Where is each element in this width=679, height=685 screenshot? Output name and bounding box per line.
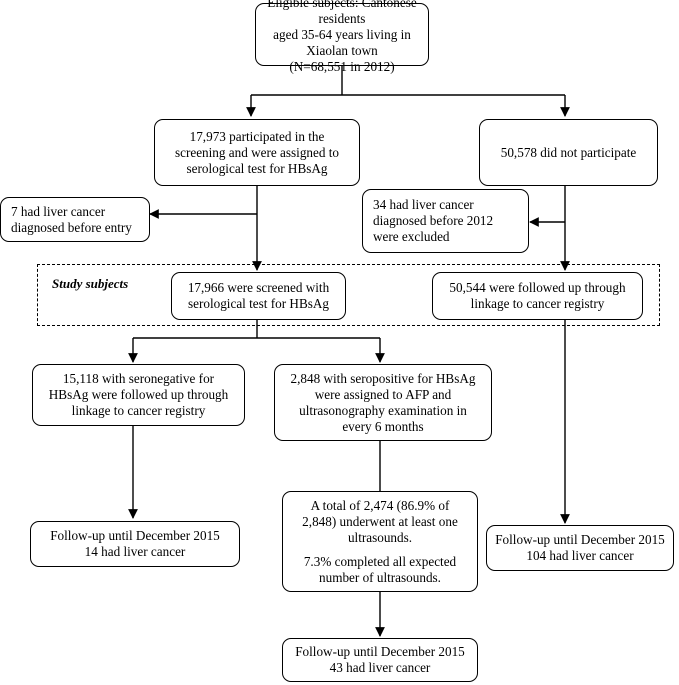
screened-box: 17,966 were screened with serological te…	[171, 272, 346, 320]
eligible-subjects-text: Eligible subjects: Cantonese residents a…	[267, 0, 417, 74]
ultrasound-box: A total of 2,474 (86.9% of 2,848) underw…	[282, 491, 478, 592]
not-participate-box: 50,578 did not participate	[479, 119, 658, 186]
ultrasound-text-1: A total of 2,474 (86.9% of 2,848) underw…	[302, 497, 458, 545]
study-subjects-frame	[37, 264, 660, 326]
seronegative-box: 15,118 with seronegative for HBsAg were …	[32, 364, 245, 426]
study-subjects-label: Study subjects	[52, 276, 129, 291]
excluded-entry-text: 7 had liver cancer diagnosed before entr…	[11, 203, 132, 235]
followup-nonparticipants-text: Follow-up until December 2015 104 had li…	[495, 532, 665, 563]
excluded-2012-box: 34 had liver cancer diagnosed before 201…	[362, 189, 529, 253]
followup-positive-text: Follow-up until December 2015 43 had liv…	[295, 644, 465, 675]
not-participate-text: 50,578 did not participate	[500, 144, 637, 160]
eligible-subjects-box: Eligible subjects: Cantonese residents a…	[255, 0, 429, 74]
excluded-2012-text: 34 had liver cancer diagnosed before 201…	[373, 197, 494, 244]
followed-registry-text: 50,544 were followed up through linkage …	[449, 280, 626, 311]
followup-negative-box: Follow-up until December 2015 14 had liv…	[30, 521, 240, 567]
seropositive-box: 2,848 with seropositive for HBsAg were a…	[274, 364, 492, 441]
participated-box: 17,973 participated in the screening and…	[154, 119, 360, 186]
followup-positive-box: Follow-up until December 2015 43 had liv…	[282, 638, 478, 682]
excluded-entry-box: 7 had liver cancer diagnosed before entr…	[0, 197, 150, 242]
followup-nonparticipants-box: Follow-up until December 2015 104 had li…	[486, 525, 674, 571]
seronegative-text: 15,118 with seronegative for HBsAg were …	[48, 371, 229, 418]
screened-text: 17,966 were screened with serological te…	[187, 280, 330, 311]
followed-registry-box: 50,544 were followed up through linkage …	[432, 272, 643, 320]
ultrasound-text-2: 7.3% completed all expected number of ul…	[303, 553, 457, 585]
followup-negative-text: Follow-up until December 2015 14 had liv…	[50, 528, 220, 559]
seropositive-text: 2,848 with seropositive for HBsAg were a…	[290, 370, 476, 434]
participated-text: 17,973 participated in the screening and…	[174, 128, 340, 176]
